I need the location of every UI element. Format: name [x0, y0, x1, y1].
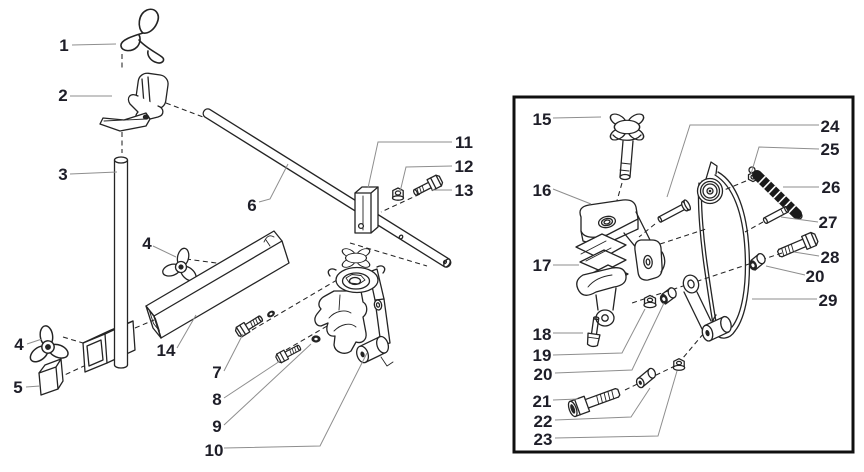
part-10-mount-casting [314, 246, 394, 367]
callout-leader-3 [69, 171, 118, 175]
part-26-spring [748, 166, 803, 220]
callout-label-14: 14 [157, 341, 176, 360]
callout-leader-10 [223, 352, 368, 449]
callout-label-7: 7 [212, 363, 221, 382]
part-4-star-knob-bottom [23, 322, 73, 367]
inset-border [512, 95, 855, 454]
part-9-flange-nut [311, 335, 321, 343]
callout-label-9: 9 [212, 417, 221, 436]
callout-leader-20 [765, 265, 806, 276]
callout-label-17: 17 [533, 256, 552, 275]
callout-label-1: 1 [59, 36, 68, 55]
callout-label-15: 15 [533, 110, 552, 129]
part-24-clevis-pin [657, 199, 692, 223]
callout-label-2: 2 [58, 86, 67, 105]
callout-leader-23 [554, 370, 678, 439]
part-2-clamp-lever [99, 72, 169, 132]
part-27-pin [762, 205, 790, 225]
callout-label-16: 16 [533, 181, 552, 200]
part-12-nut [391, 187, 405, 201]
callout-label-26: 26 [822, 178, 841, 197]
callout-label-24: 24 [821, 117, 840, 136]
callout-label-5: 5 [13, 378, 22, 397]
callout-label-10: 10 [205, 441, 224, 460]
part-8-bolt [275, 344, 302, 364]
callout-label-23: 23 [534, 430, 553, 449]
callout-leader-7 [223, 333, 244, 372]
callout-leader-25 [750, 146, 820, 175]
callout-leader-9 [223, 343, 312, 426]
part-7-bolt [234, 315, 264, 338]
callout-leader-14 [176, 314, 197, 349]
part-29-pivot-arm [682, 161, 751, 342]
callout-leader-5 [25, 385, 41, 388]
callout-label-12: 12 [455, 157, 474, 176]
callout-leader-4 [152, 245, 177, 258]
callout-leader-22 [554, 387, 651, 421]
callout-label-3: 3 [58, 165, 67, 184]
part-28-bolt [776, 231, 819, 258]
part-20-roller-right [748, 253, 766, 271]
part-15-star-knob [606, 111, 648, 181]
callout-leader-19 [552, 308, 646, 356]
callout-leader-12 [399, 165, 453, 193]
part-19-flange-nut [643, 294, 657, 309]
part-1-retainer-clip [120, 8, 165, 64]
callout-label-20: 20 [806, 267, 825, 286]
part-22-spacer [635, 367, 657, 389]
callout-label-8: 8 [212, 390, 221, 409]
callout-label-21: 21 [533, 392, 552, 411]
callout-leader-4 [26, 338, 43, 345]
callout-label-27: 27 [819, 213, 838, 232]
callout-leader-21 [552, 398, 579, 401]
part-5-end-cap [38, 358, 64, 396]
part-21-pivot-bolt [567, 387, 621, 418]
callout-label-29: 29 [819, 291, 838, 310]
callout-leader-27 [780, 216, 819, 223]
part-11-clamp-block [354, 186, 379, 234]
callout-label-18: 18 [533, 325, 552, 344]
callout-leader-15 [552, 116, 602, 119]
part-7-washer [267, 310, 275, 318]
inset-detail [512, 95, 855, 454]
part-13-bolt [412, 174, 444, 196]
callout-leader-11 [367, 141, 452, 189]
callout-label-4: 4 [14, 335, 24, 354]
part-14-square-tube [145, 230, 290, 339]
callout-leader-24 [666, 124, 819, 198]
callout-leader-20 [554, 302, 665, 374]
callout-label-20: 20 [534, 365, 553, 384]
callout-leader-28 [793, 251, 820, 257]
part-20-roller-left [659, 287, 677, 305]
callout-label-19: 19 [533, 346, 552, 365]
callout-leader-16 [552, 188, 592, 205]
callout-leader-8 [223, 360, 281, 399]
callout-leader-6 [258, 163, 289, 203]
part-18-screw [586, 316, 601, 348]
callout-leader-1 [71, 43, 117, 46]
callout-label-22: 22 [534, 412, 553, 431]
part-3-post-tube [113, 156, 129, 369]
callout-label-11: 11 [455, 133, 473, 152]
callout-label-13: 13 [455, 181, 474, 200]
part-6-cross-rod [202, 108, 452, 268]
main-assembly [23, 8, 452, 396]
callout-label-4: 4 [142, 234, 152, 253]
part-23-flange-nut [672, 358, 686, 371]
callout-label-25: 25 [821, 140, 840, 159]
part-17-jaw-block [575, 233, 629, 327]
callout-label-6: 6 [247, 196, 256, 215]
callout-label-28: 28 [821, 248, 840, 267]
